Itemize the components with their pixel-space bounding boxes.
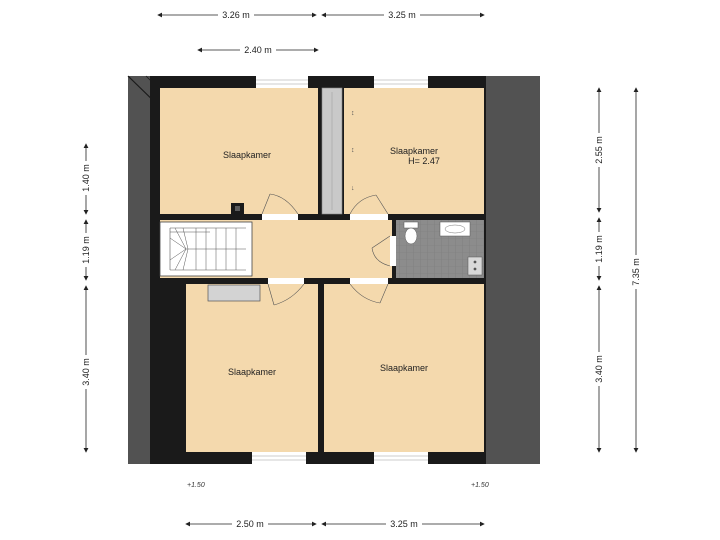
svg-text:2.50 m: 2.50 m <box>236 519 264 529</box>
wardrobe: ↕ ↕ ↓ <box>321 87 355 215</box>
dimension-label-top-left: 3.26 m <box>218 9 254 21</box>
dimension-label-left-top: 1.40 m <box>80 161 92 195</box>
window-top-left <box>256 76 308 88</box>
room-label: Slaapkamer <box>390 146 438 156</box>
door-top-left <box>261 193 299 220</box>
level-mark: +1.50 <box>187 482 205 489</box>
door-top-right <box>349 194 389 220</box>
room-label: Slaapkamer <box>228 367 276 377</box>
svg-text:2.40 m: 2.40 m <box>244 45 272 55</box>
svg-text:2.55 m: 2.55 m <box>594 136 604 164</box>
dimension-label-right-total: 7.35 m <box>630 255 642 289</box>
svg-text:↕: ↕ <box>351 147 355 154</box>
chimney-flue <box>235 206 240 211</box>
window-bottom-right <box>374 452 428 464</box>
sink-icon <box>439 221 471 237</box>
dimension-label-left-bottom: 3.40 m <box>80 355 92 389</box>
dimension-label-right-middle: 1.19 m <box>593 232 605 266</box>
window-top-right <box>374 76 428 88</box>
radiator <box>207 284 261 302</box>
dimension-label-bottom-left: 2.50 m <box>232 518 268 530</box>
room-label: Slaapkamer <box>223 150 271 160</box>
dimension-label-bottom-right: 3.25 m <box>386 518 422 530</box>
svg-text:↕: ↕ <box>351 110 355 117</box>
dimension-label-top-inner: 2.40 m <box>240 44 276 56</box>
svg-text:3.40 m: 3.40 m <box>81 358 91 386</box>
svg-text:1.40 m: 1.40 m <box>81 164 91 192</box>
window-bottom-left <box>252 452 306 464</box>
dimension-label-right-top: 2.55 m <box>593 133 605 167</box>
staircase <box>159 221 253 277</box>
door-bottom-left <box>267 278 305 306</box>
svg-text:1.19 m: 1.19 m <box>594 235 604 263</box>
room-height-label: H= 2.47 <box>408 156 440 166</box>
svg-text:7.35 m: 7.35 m <box>631 258 641 286</box>
svg-text:3.25 m: 3.25 m <box>388 10 416 20</box>
dimension-label-left-middle: 1.19 m <box>80 233 92 267</box>
roof-right <box>484 76 540 464</box>
svg-text:1.19 m: 1.19 m <box>81 236 91 264</box>
room-label: Slaapkamer <box>380 363 428 373</box>
toilet-icon <box>403 221 419 245</box>
svg-text:3.40 m: 3.40 m <box>594 355 604 383</box>
dimension-label-right-bottom: 3.40 m <box>593 352 605 386</box>
svg-text:3.25 m: 3.25 m <box>390 519 418 529</box>
svg-text:3.26 m: 3.26 m <box>222 10 250 20</box>
level-mark: +1.50 <box>471 482 489 489</box>
bedroom-bottom-left <box>186 284 318 452</box>
bedroom-top-left <box>160 88 318 214</box>
door-bottom-right <box>349 278 389 304</box>
bedroom-top-right <box>344 88 484 214</box>
dimension-label-top-right: 3.25 m <box>384 9 420 21</box>
door-bathroom <box>371 235 396 267</box>
svg-text:↓: ↓ <box>351 185 355 192</box>
boiler-icon <box>467 256 483 276</box>
bedroom-bottom-right <box>324 284 484 452</box>
